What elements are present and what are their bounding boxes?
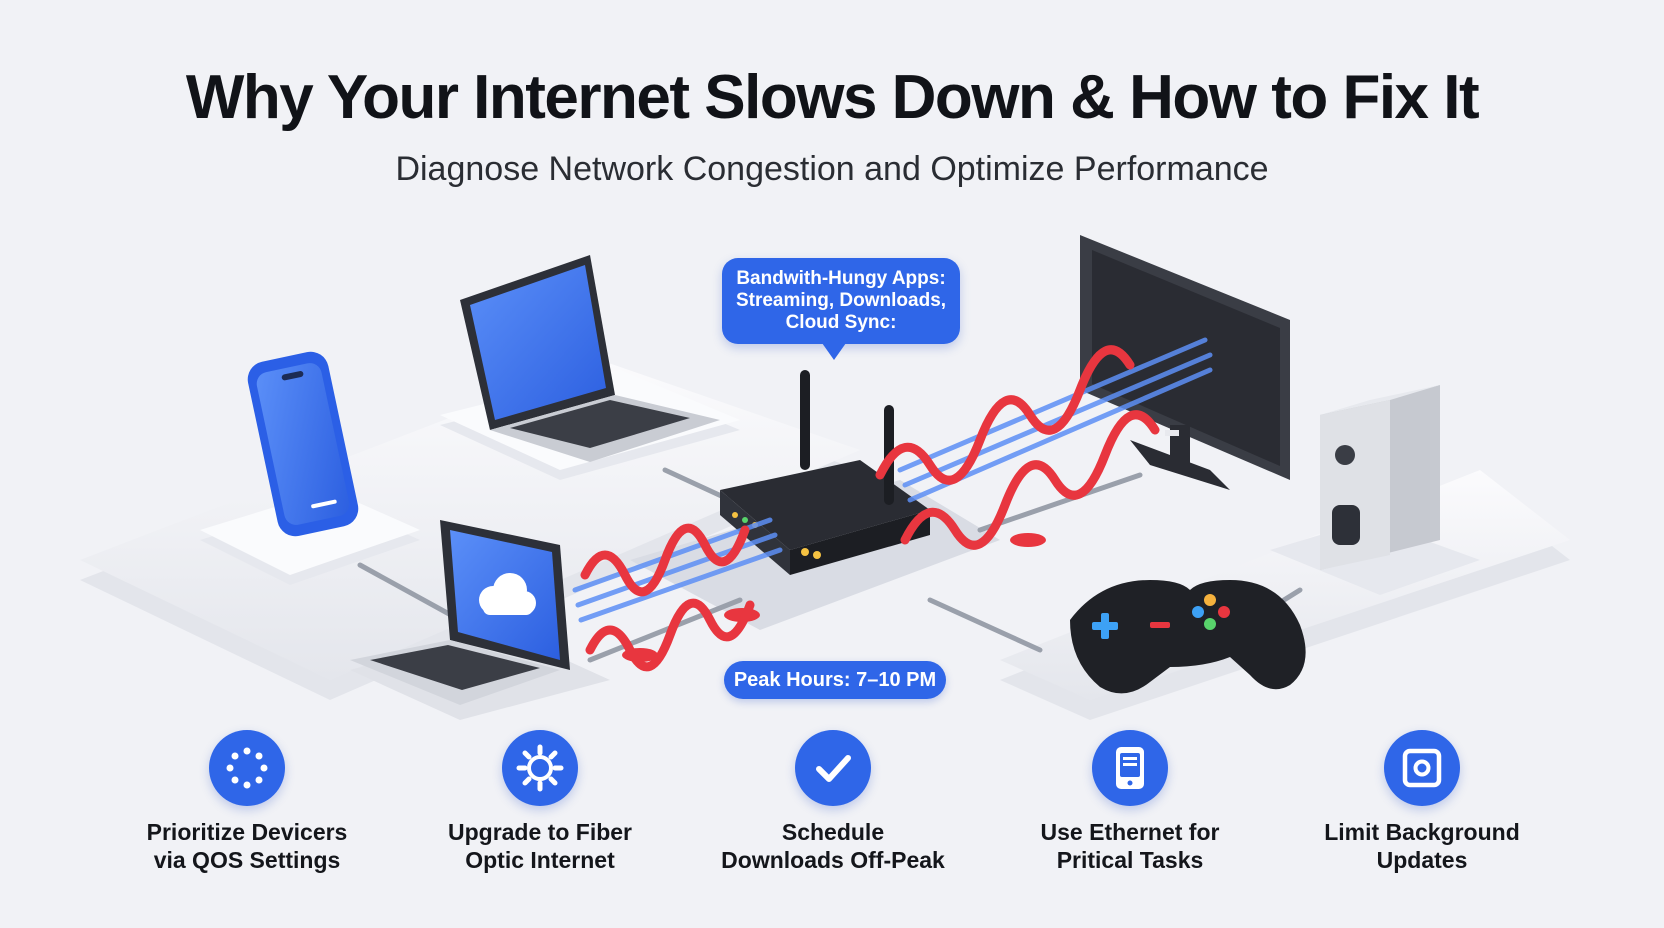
tip-schedule: Schedule Downloads Off-Peak	[698, 730, 968, 874]
cables	[357, 467, 1303, 663]
cloud-laptop-device	[350, 520, 610, 720]
tip-label: Upgrade to Fiber Optic Internet	[447, 819, 632, 873]
tip-label: Prioritize Devicers via QOS Settings	[146, 819, 348, 873]
check-icon	[795, 730, 871, 806]
monitor-device	[1080, 235, 1290, 490]
controller-buttons	[1092, 594, 1230, 639]
peak-hours-badge: Peak Hours: 7–10 PM	[724, 661, 946, 699]
tip-label: Schedule Downloads Off-Peak	[721, 819, 945, 873]
tip-fiber: Upgrade to Fiber Optic Internet	[405, 730, 675, 874]
router-device	[720, 370, 930, 575]
square-target-icon	[1384, 730, 1460, 806]
dots-icon	[209, 730, 285, 806]
laptop-device	[440, 255, 740, 480]
smartphone-device	[200, 351, 420, 585]
tip-label: Limit Background Updates	[1324, 819, 1520, 873]
callout-line-2: Streaming, Downloads,	[735, 290, 947, 311]
bandwidth-callout: Bandwith-Hungy Apps: Streaming, Download…	[722, 258, 960, 360]
tip-ethernet: Use Ethernet for Pritical Tasks	[995, 730, 1265, 874]
game-controller-device	[1070, 580, 1306, 694]
tips-row: Prioritize Devicers via QOS Settings Upg…	[0, 730, 1664, 900]
callout-line-3: Cloud Sync:	[785, 312, 897, 333]
tip-label: Use Ethernet for Pritical Tasks	[1040, 819, 1220, 873]
callout-line-1: Bandwith-Hungy Apps:	[736, 268, 946, 289]
tip-qos: Prioritize Devicers via QOS Settings	[112, 730, 382, 874]
page-subtitle: Diagnose Network Congestion and Optimize…	[395, 150, 1269, 188]
tip-background: Limit Background Updates	[1287, 730, 1557, 874]
tablet-icon	[1092, 730, 1168, 806]
gear-icon	[502, 730, 578, 806]
congestion-waves	[580, 345, 1160, 672]
desktop-tower-device	[1270, 385, 1480, 595]
page-title: Why Your Internet Slows Down & How to Fi…	[185, 63, 1480, 132]
cloud-icon	[479, 573, 536, 615]
